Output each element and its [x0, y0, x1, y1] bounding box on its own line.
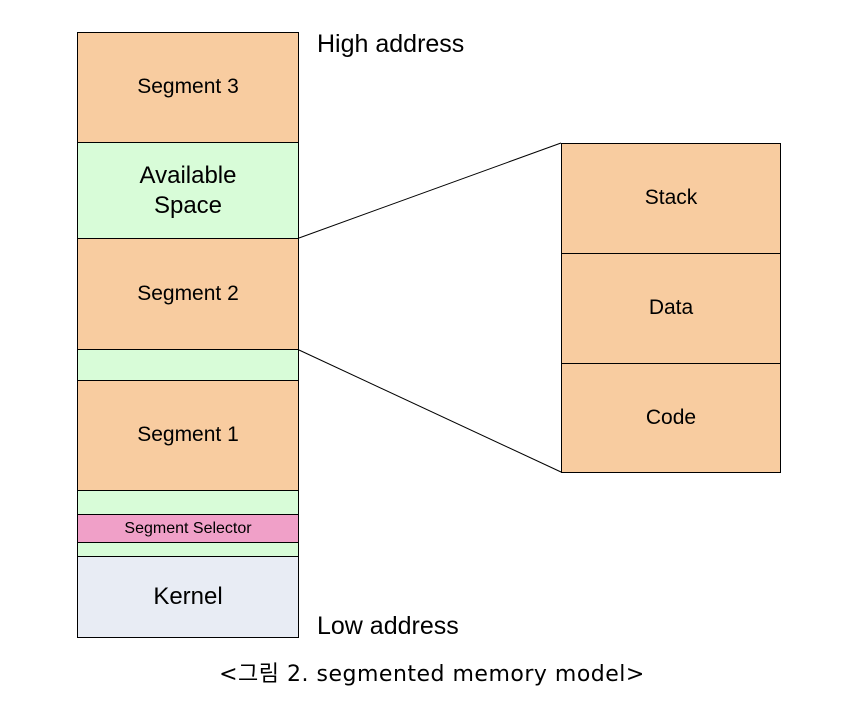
- segment-2-label: Segment 2: [137, 281, 239, 305]
- gap-block-middle: [77, 490, 299, 515]
- segment-1-block: Segment 1: [77, 380, 299, 491]
- data-label: Data: [648, 296, 694, 320]
- segment-3-label: Segment 3: [137, 75, 239, 99]
- data-block: Data: [561, 253, 781, 364]
- segment-selector-block: Segment Selector: [77, 514, 299, 543]
- kernel-block: Kernel: [77, 556, 299, 638]
- connector-line-top: [298, 142, 562, 239]
- low-address-label: Low address: [317, 612, 459, 640]
- segment-2-block: Segment 2: [77, 238, 299, 350]
- segment-3-block: Segment 3: [77, 32, 299, 143]
- segment-selector-label: Segment Selector: [124, 519, 252, 537]
- code-block: Code: [561, 363, 781, 473]
- gap-block-lower: [77, 542, 299, 557]
- stack-block: Stack: [561, 143, 781, 254]
- code-label: Code: [645, 405, 697, 429]
- high-address-label: High address: [317, 30, 465, 58]
- gap-block-upper: [77, 349, 299, 381]
- figure-caption: <그림 2. segmented memory model>: [219, 662, 645, 687]
- stack-label: Stack: [644, 186, 698, 210]
- available-space-label: Available Space: [139, 161, 237, 219]
- kernel-label: Kernel: [153, 583, 223, 610]
- segment-1-label: Segment 1: [137, 423, 239, 447]
- available-space-block: Available Space: [77, 142, 299, 239]
- connector-line-bottom: [298, 349, 562, 473]
